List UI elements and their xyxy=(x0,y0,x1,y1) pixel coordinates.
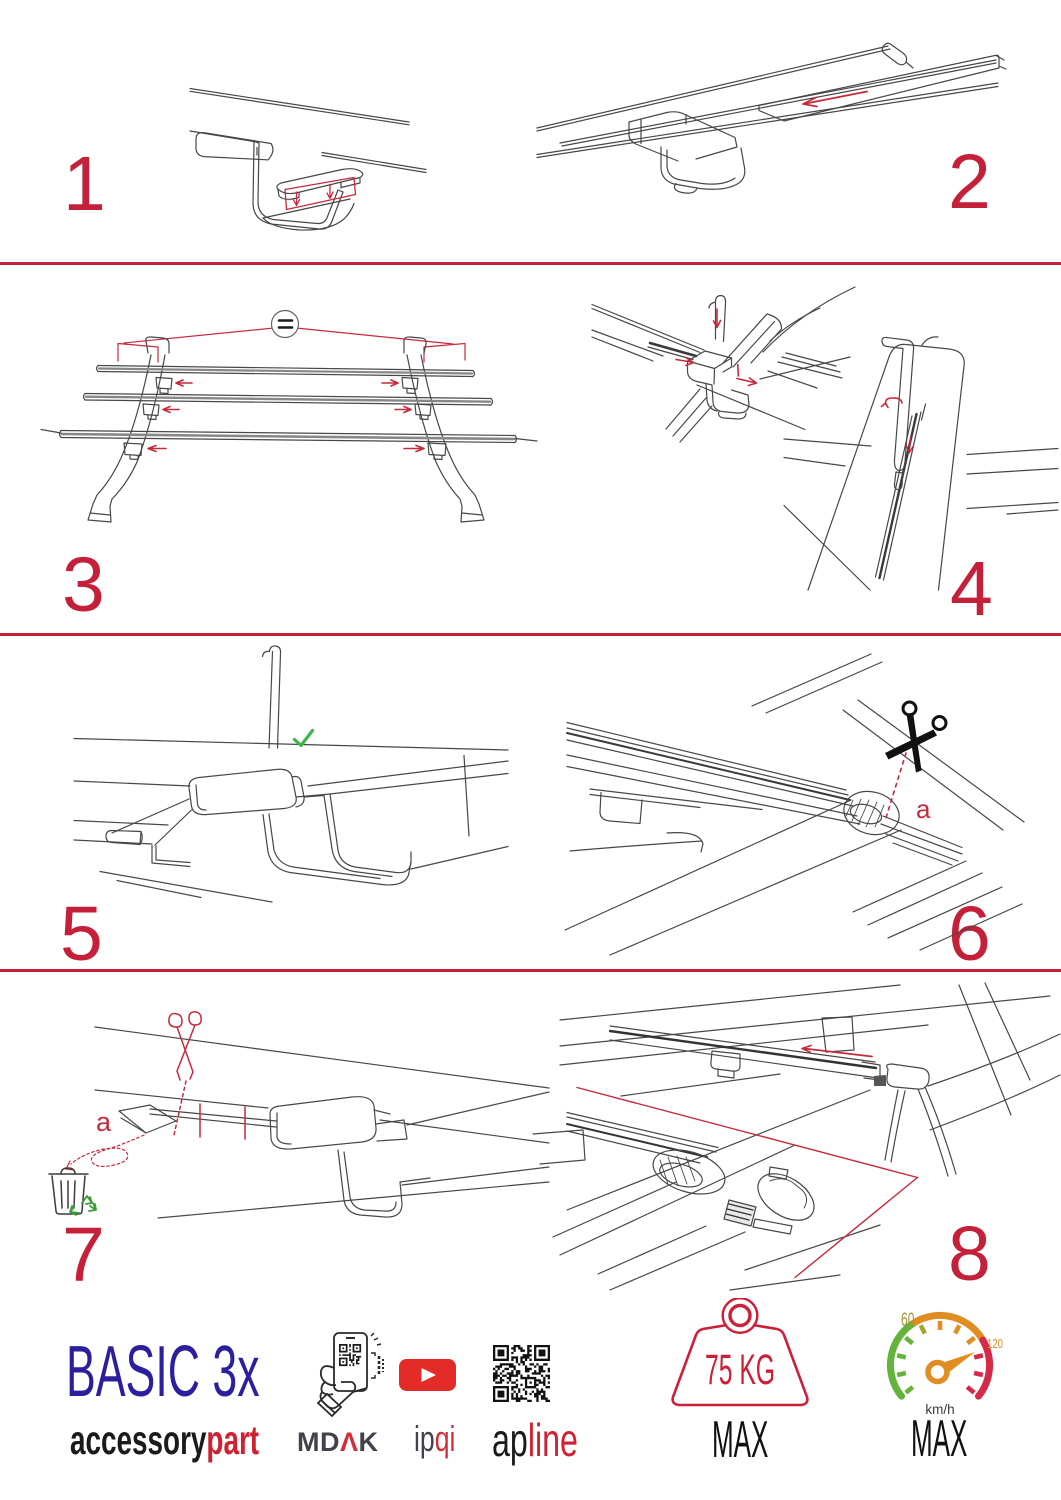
svg-text:a: a xyxy=(96,1107,112,1137)
svg-text:a: a xyxy=(916,794,931,824)
svg-text:120: 120 xyxy=(987,1337,1003,1351)
svg-text:km/h: km/h xyxy=(925,1402,954,1417)
svg-text:75 KG: 75 KG xyxy=(705,1346,775,1394)
svg-text:60: 60 xyxy=(901,1310,915,1331)
